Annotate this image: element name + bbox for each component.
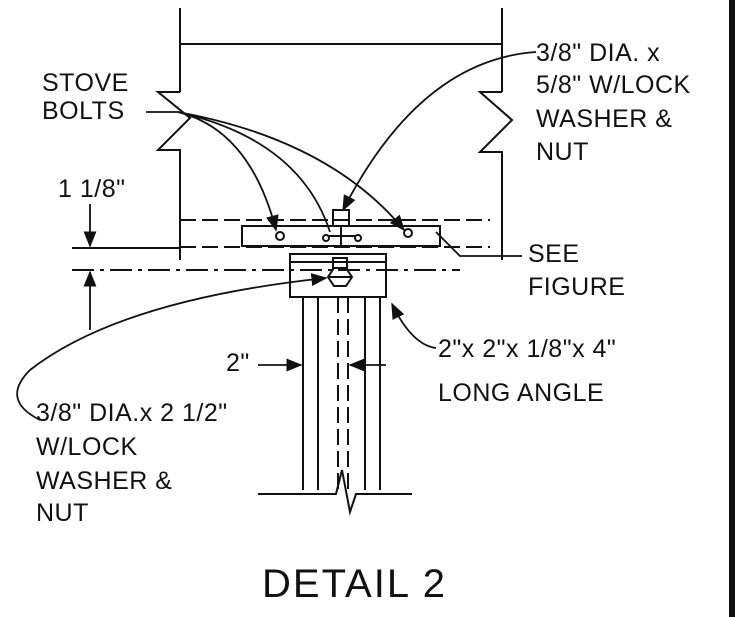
see-figure-leader <box>435 231 522 257</box>
bottom-bolt-label: 3/8" DIA.x 2 1/2" <box>36 399 228 427</box>
width-dimension-label: 2" <box>226 349 250 377</box>
top-bolt-label: 5/8" W/LOCK <box>536 71 691 99</box>
post <box>258 297 412 516</box>
stove-bolts-leader <box>146 111 279 232</box>
stove-bolt-hole <box>403 228 413 238</box>
top-bolt-label: NUT <box>536 138 589 166</box>
detail-title: DETAIL 2 <box>262 562 447 606</box>
stove-bolt-hole <box>275 231 285 241</box>
stove-bolts-label: BOLTS <box>42 97 125 125</box>
top-bolt <box>322 209 362 246</box>
bottom-bolt-label: WASHER & <box>36 467 173 495</box>
top-bolt-label: WASHER & <box>536 105 673 133</box>
upper-beam <box>155 8 514 260</box>
stove-bolts-leader <box>177 111 331 233</box>
angle-bracket <box>289 253 387 298</box>
angle-label: LONG ANGLE <box>438 379 605 407</box>
stove-bolts-label: STOVE <box>42 69 129 97</box>
top-bolt-leader <box>342 51 537 212</box>
stove-bolts-leader <box>177 111 406 232</box>
height-dimension-label: 1 1/8" <box>58 175 126 203</box>
bottom-bolt <box>326 257 354 287</box>
bottom-bolt-label: NUT <box>36 499 89 527</box>
see-figure-label: SEE <box>528 240 580 268</box>
angle-label: 2"x 2"x 1/8"x 4" <box>438 335 617 363</box>
angle-leader <box>391 302 437 349</box>
bottom-bolt-label: W/LOCK <box>36 433 138 461</box>
see-figure-label: FIGURE <box>528 273 626 301</box>
bottom-bolt-leader <box>16 273 328 421</box>
top-bolt-label: 3/8" DIA. x <box>536 39 661 67</box>
